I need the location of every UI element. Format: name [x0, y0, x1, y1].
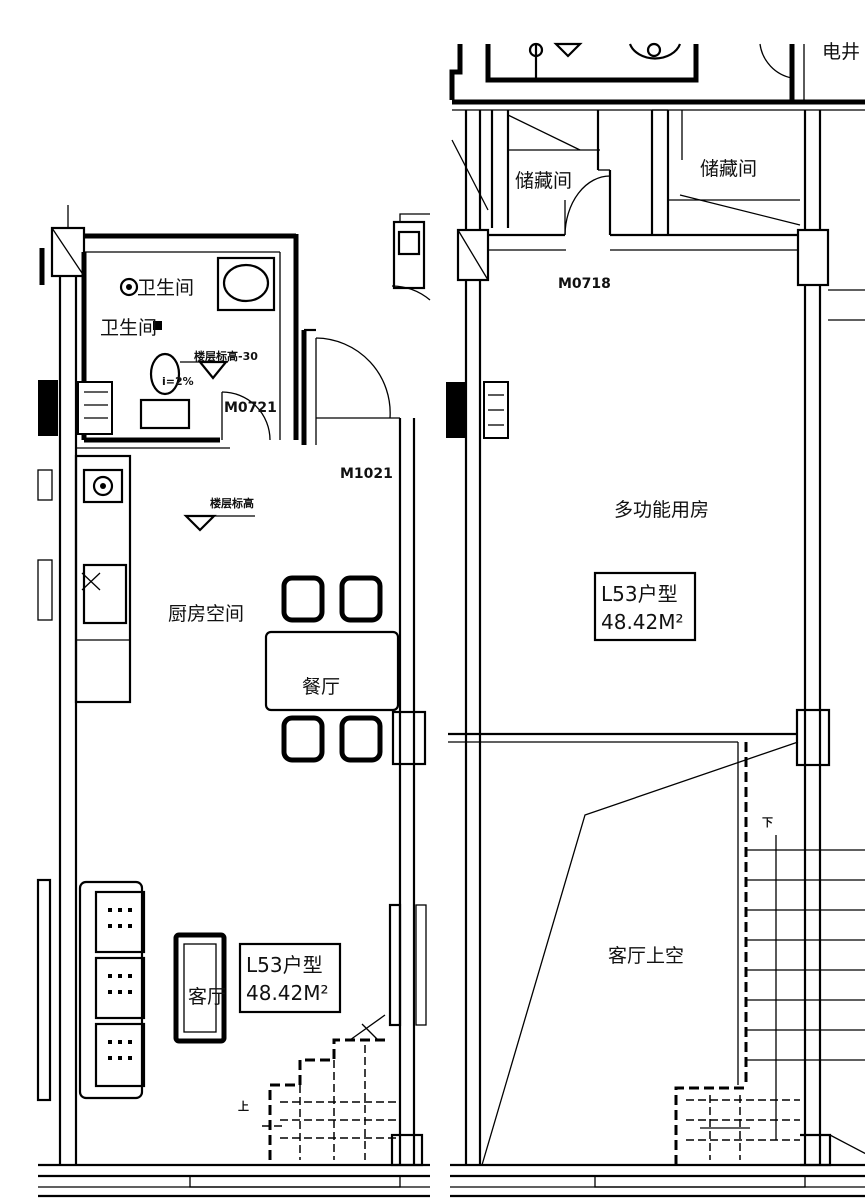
multi-room-label: 多功能用房	[614, 499, 709, 521]
bathroom-label: 卫生间	[137, 277, 194, 299]
dining-label: 餐厅	[302, 676, 340, 698]
void-label: 客厅上空	[608, 945, 684, 967]
bath-door-code: M0721	[224, 400, 277, 416]
stair-up-label: 上	[238, 1099, 249, 1113]
left-unit-area: 48.42M²	[246, 981, 329, 1005]
left-floor-plan	[36, 205, 431, 1198]
living-label: 客厅	[188, 986, 226, 1008]
storage-door-code: M0718	[558, 276, 611, 292]
top-right-fragment: 电井	[822, 41, 860, 63]
left-unit-type: L53户型	[246, 953, 323, 977]
stair-down-label: 下	[762, 816, 773, 829]
kitchen-label: 厨房空间	[168, 603, 244, 625]
right-unit-area: 48.42M²	[601, 610, 684, 634]
bathroom-label-2: 卫生间	[100, 317, 157, 339]
slope-note: i=2%	[162, 375, 194, 388]
right-unit-type: L53户型	[601, 582, 678, 606]
storage-label-2: 储藏间	[700, 158, 757, 180]
storage-label: 储藏间	[515, 170, 572, 192]
floor-level-note-2: 楼层标高	[210, 496, 254, 510]
right-floor-plan	[446, 42, 865, 1198]
entry-door-code: M1021	[340, 466, 393, 482]
floor-level-note: 楼层标高-30	[194, 349, 258, 363]
